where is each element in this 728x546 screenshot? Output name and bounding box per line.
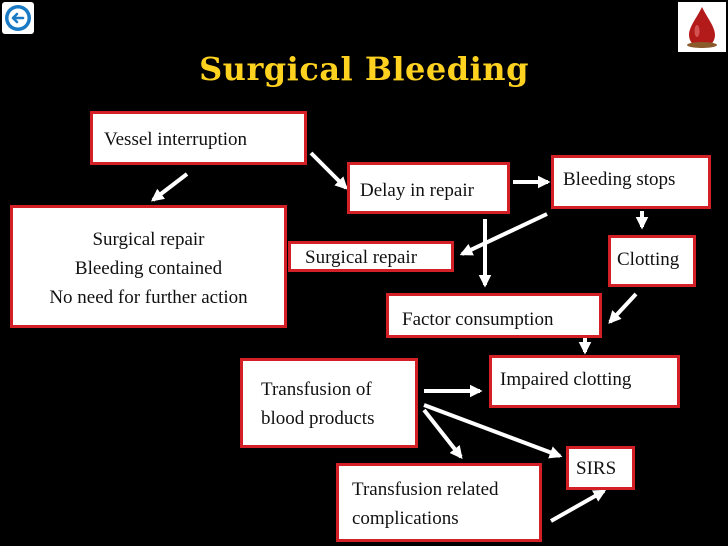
node-factor-consumption: Factor consumption xyxy=(386,293,602,338)
node-impaired-clotting: Impaired clotting xyxy=(489,355,680,408)
arrow-vessel-to-surgical-repair xyxy=(150,172,189,202)
arrow-delay-to-surgical-repair xyxy=(459,212,548,256)
node-transfusion-related-complications: Transfusion related complications xyxy=(336,463,542,542)
node-transfusion-blood-products: Transfusion of blood products xyxy=(240,358,418,448)
e-logo-icon xyxy=(2,2,34,34)
arrow-clotting-to-factor-consumption xyxy=(608,292,638,324)
blood-drop-icon xyxy=(678,2,726,52)
node-clotting: Clotting xyxy=(608,235,696,287)
node-delay-in-repair: Delay in repair xyxy=(347,162,510,214)
arrow-vessel-to-delay xyxy=(309,151,348,190)
slide-title: Surgical Bleeding xyxy=(199,50,529,88)
arrow-transfusion-to-complications xyxy=(422,408,463,460)
node-bleeding-stops: Bleeding stops xyxy=(551,155,711,209)
node-sirs: SIRS xyxy=(566,446,635,490)
node-surgical-repair: Surgical repair xyxy=(288,241,454,272)
node-surgical-repair-contained: Surgical repair Bleeding contained No ne… xyxy=(10,205,287,328)
arrow-complications-to-sirs xyxy=(550,489,607,523)
arrow-transfusion-to-sirs xyxy=(423,403,563,459)
node-vessel-interruption: Vessel interruption xyxy=(90,111,307,165)
